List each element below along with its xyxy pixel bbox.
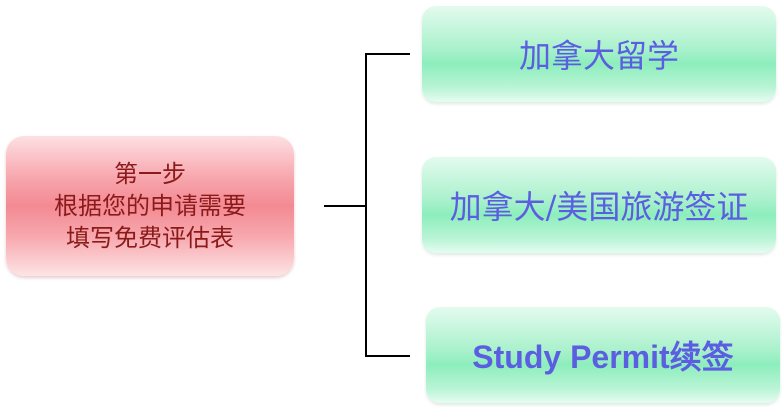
root-line-1: 第一步 (114, 160, 186, 188)
root-line-3: 填写免费评估表 (66, 224, 234, 252)
root-line-2: 根据您的申请需要 (54, 192, 246, 220)
root-node-text: 第一步 根据您的申请需要 填写免费评估表 (54, 158, 246, 254)
child-node-study-in-canada: 加拿大留学 (422, 6, 776, 102)
root-node: 第一步 根据您的申请需要 填写免费评估表 (6, 136, 294, 276)
child-node-label: 加拿大留学 (518, 37, 679, 75)
child-node-label: 加拿大/美国旅游签证 (449, 188, 749, 226)
child-node-study-permit-renewal: Study Permit续签 (426, 307, 780, 403)
child-node-label: Study Permit续签 (472, 339, 734, 375)
child-node-visitor-visa: 加拿大/美国旅游签证 (422, 157, 776, 253)
